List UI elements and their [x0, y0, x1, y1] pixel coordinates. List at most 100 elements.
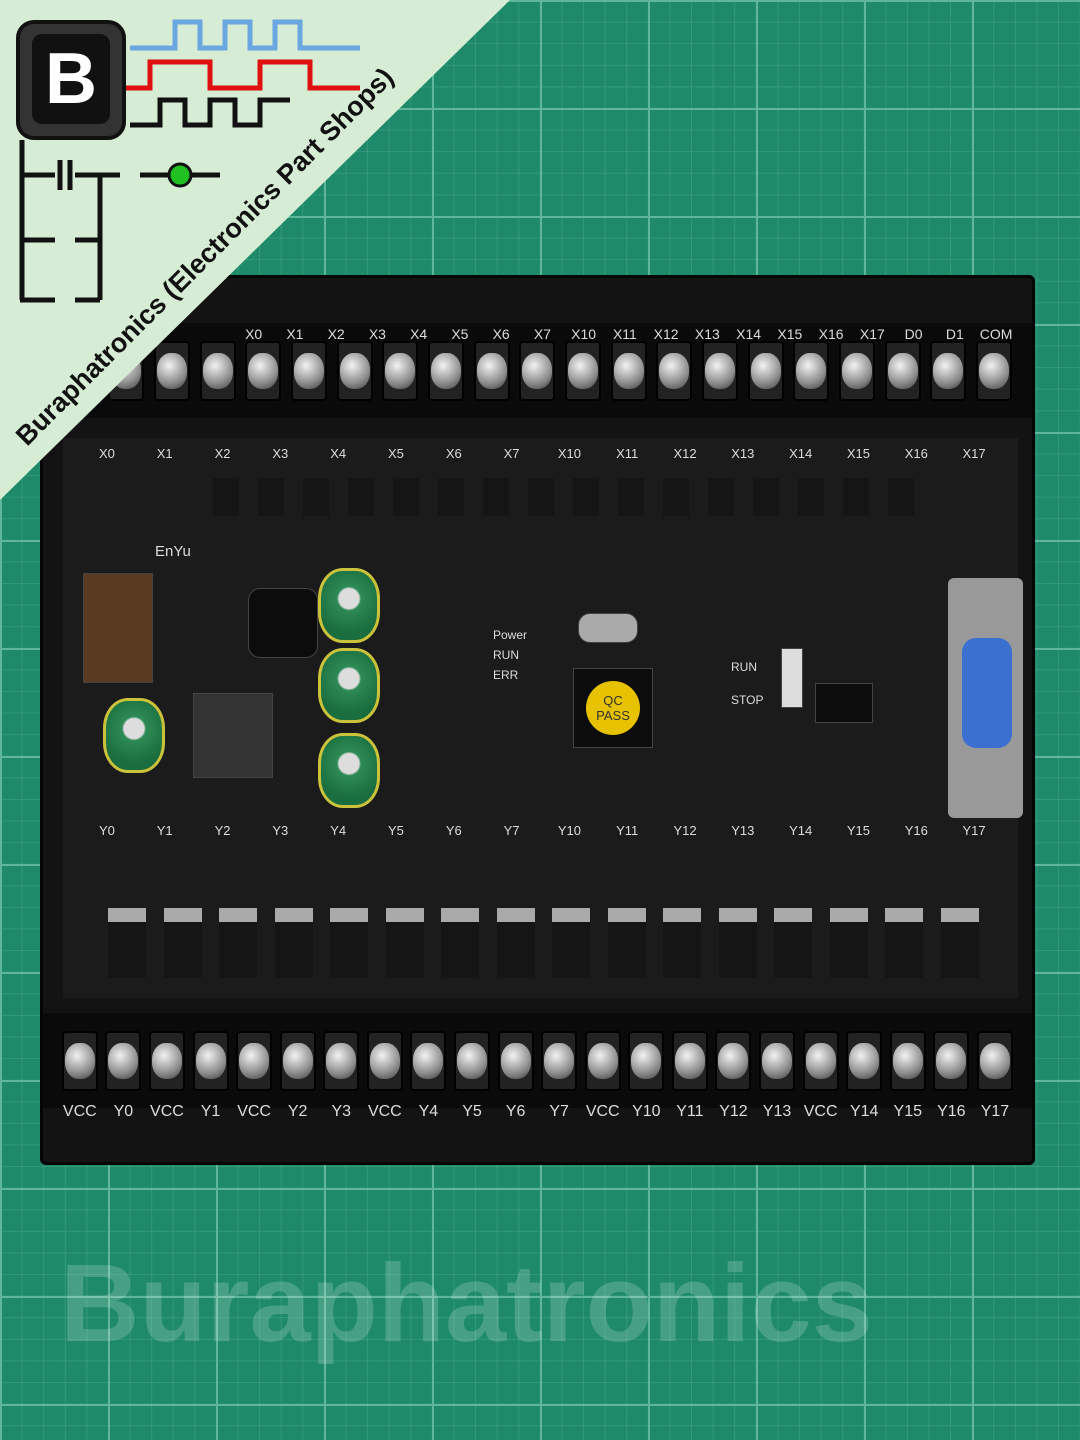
screw-icon — [762, 1042, 793, 1079]
screw-icon — [805, 1042, 836, 1079]
output-mosfet — [274, 908, 313, 978]
terminal-label: Y13 — [762, 1103, 792, 1120]
screw-icon — [674, 1042, 705, 1079]
screw-terminal[interactable] — [702, 340, 739, 401]
screw-terminal[interactable] — [473, 340, 510, 401]
screw-icon — [659, 352, 690, 389]
screw-terminal[interactable] — [976, 1030, 1013, 1091]
screw-icon — [64, 1042, 95, 1079]
screw-terminal[interactable] — [410, 1030, 447, 1091]
terminal-label: X11 — [616, 446, 639, 461]
screw-terminal[interactable] — [747, 340, 784, 401]
terminal-label: Y16 — [937, 1103, 966, 1120]
input-optocoupler — [393, 478, 419, 516]
run-stop-switch[interactable] — [781, 648, 803, 708]
screw-terminal[interactable] — [715, 1030, 752, 1091]
terminal-label: Y0 — [98, 823, 115, 838]
screw-terminal[interactable] — [628, 1030, 665, 1091]
screw-terminal[interactable] — [497, 1030, 534, 1091]
screw-terminal[interactable] — [933, 1030, 970, 1091]
db9-serial-port[interactable] — [948, 578, 1023, 818]
screw-terminal[interactable] — [61, 1030, 98, 1091]
screw-icon — [476, 352, 507, 389]
screw-icon — [979, 1042, 1010, 1079]
terminal-label: X7 — [503, 446, 520, 461]
terminal-label: X6 — [492, 326, 510, 342]
terminal-label: X3 — [272, 446, 289, 461]
screw-terminal[interactable] — [884, 340, 921, 401]
terminal-label: X17 — [962, 446, 986, 461]
screw-terminal[interactable] — [930, 340, 967, 401]
output-mosfet — [829, 908, 868, 978]
terminal-label: X1 — [156, 446, 173, 461]
screw-terminal[interactable] — [279, 1030, 316, 1091]
screw-terminal[interactable] — [656, 340, 693, 401]
screw-terminal[interactable] — [793, 340, 830, 401]
capacitor — [318, 648, 380, 723]
screw-icon — [339, 352, 370, 389]
terminal-label: Y4 — [330, 823, 347, 838]
terminal-label: X13 — [731, 446, 755, 461]
screw-terminal[interactable] — [838, 340, 875, 401]
terminal-label: Y2 — [214, 823, 231, 838]
terminal-label: Y5 — [462, 1103, 482, 1120]
screw-icon — [108, 1042, 139, 1079]
input-optocoupler — [348, 478, 374, 516]
screw-terminal[interactable] — [154, 340, 191, 401]
screw-icon — [431, 352, 462, 389]
terminal-label: Y7 — [549, 1103, 569, 1120]
screw-terminal[interactable] — [336, 340, 373, 401]
terminal-label: X14 — [736, 326, 762, 342]
screw-terminal[interactable] — [846, 1030, 883, 1091]
output-mosfet — [607, 908, 646, 978]
screw-terminal[interactable] — [148, 1030, 185, 1091]
terminal-label: Y1 — [200, 1103, 221, 1120]
screw-terminal[interactable] — [541, 1030, 578, 1091]
terminal-label: Y7 — [503, 823, 520, 838]
screw-terminal[interactable] — [565, 340, 602, 401]
screw-terminal[interactable] — [610, 340, 647, 401]
output-mosfet — [219, 908, 257, 978]
terminal-label: X4 — [410, 326, 428, 342]
screw-icon — [613, 352, 644, 389]
screw-terminal[interactable] — [802, 1030, 839, 1091]
screw-terminal[interactable] — [366, 1030, 403, 1091]
screw-terminal[interactable] — [889, 1030, 926, 1091]
screw-terminal[interactable] — [291, 340, 328, 401]
screw-terminal[interactable] — [584, 1030, 621, 1091]
screw-icon — [151, 1042, 182, 1079]
pass-text: PASS — [596, 708, 630, 723]
screw-terminal[interactable] — [245, 340, 282, 401]
screw-terminal[interactable] — [519, 340, 556, 401]
terminal-label: Y6 — [505, 1103, 526, 1120]
inductor — [83, 573, 153, 683]
power-led-label: Power — [493, 628, 528, 642]
input-optocoupler — [753, 478, 779, 516]
screw-terminal[interactable] — [192, 1030, 229, 1091]
screw-terminal[interactable] — [759, 1030, 796, 1091]
terminal-label: X5 — [451, 326, 469, 342]
terminal-label: Y4 — [418, 1103, 439, 1120]
terminal-label: VCC — [367, 1103, 402, 1120]
screw-icon — [326, 1042, 357, 1079]
screw-terminal[interactable] — [428, 340, 465, 401]
screw-terminal[interactable] — [236, 1030, 273, 1091]
watermark: Buraphatronics — [60, 1242, 873, 1365]
screw-terminal[interactable] — [105, 1030, 142, 1091]
screw-terminal[interactable] — [671, 1030, 708, 1091]
screw-terminal[interactable] — [199, 340, 236, 401]
screw-terminal[interactable] — [975, 340, 1012, 401]
screw-icon — [202, 352, 233, 389]
brand-label: EnYu — [155, 543, 191, 560]
screw-terminal[interactable] — [382, 340, 419, 401]
screw-terminal[interactable] — [323, 1030, 360, 1091]
screw-terminal[interactable] — [453, 1030, 490, 1091]
crystal — [578, 613, 638, 643]
capacitor — [318, 568, 380, 643]
terminal-label: X3 — [368, 326, 386, 342]
